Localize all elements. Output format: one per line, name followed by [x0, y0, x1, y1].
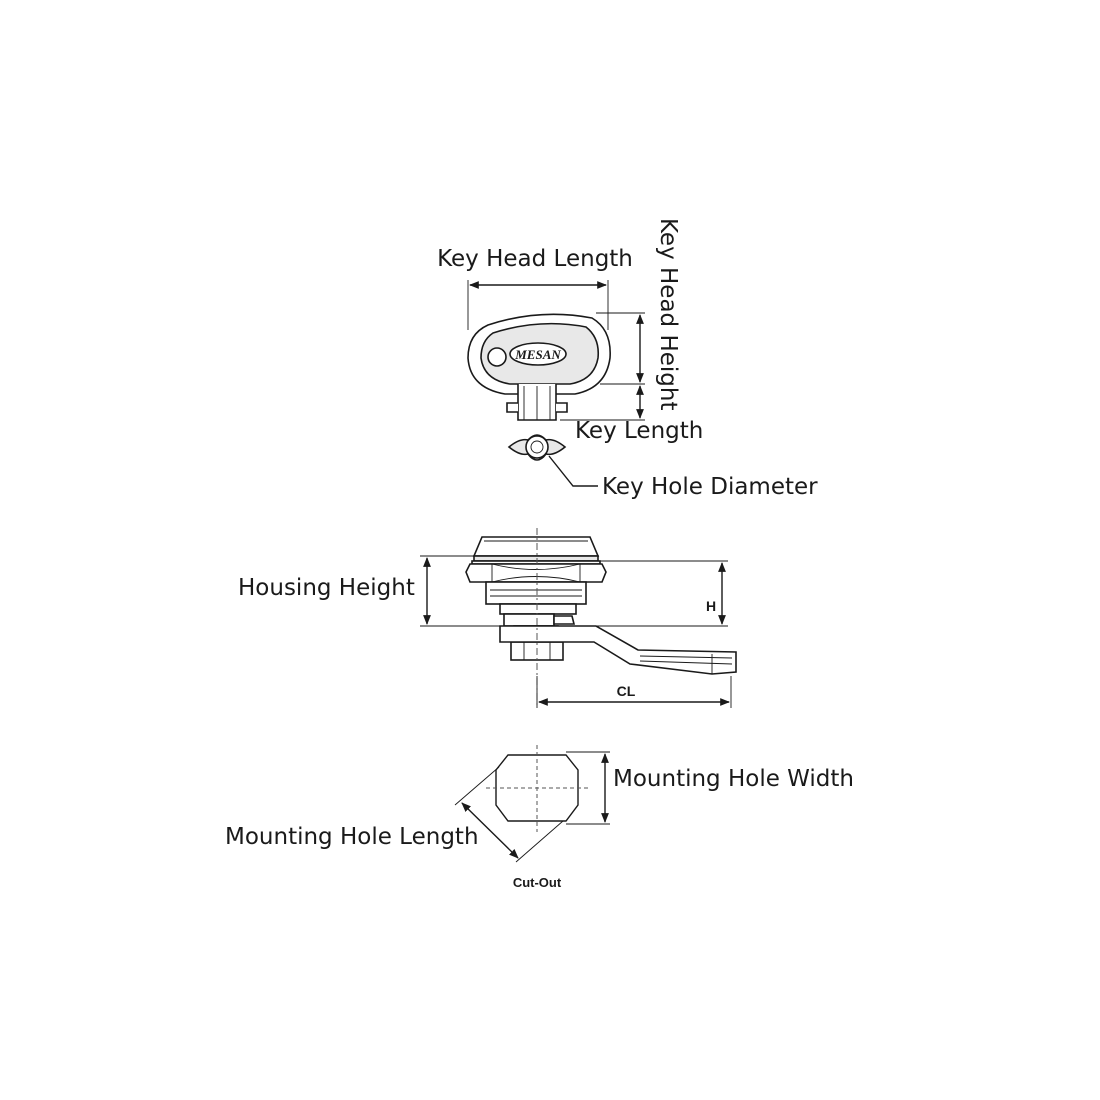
- cl-dimension: [536, 676, 732, 708]
- key-head-length-dimension: [467, 280, 609, 330]
- key-length-label: Key Length: [575, 418, 703, 444]
- key-hole-diameter-label: Key Hole Diameter: [602, 474, 818, 500]
- mounting-hole-length-dimension: [454, 766, 564, 863]
- key-head-length-label: Key Head Length: [437, 246, 633, 272]
- key-brand-logo: MESAN: [514, 347, 561, 362]
- cut-out-drawing: [486, 745, 588, 832]
- housing-height-label: Housing Height: [238, 575, 415, 601]
- mounting-hole-width-label: Mounting Hole Width: [613, 766, 854, 792]
- key-hole-profile: [507, 434, 567, 461]
- mounting-hole-width-dimension: [566, 751, 610, 825]
- h-dimension: [596, 560, 728, 627]
- cl-label: CL: [617, 683, 636, 699]
- h-label: H: [706, 598, 716, 614]
- key-drawing: MESAN: [467, 313, 611, 421]
- key-head-height-dimension: [596, 312, 645, 385]
- lock-body-drawing: [465, 528, 737, 708]
- cut-out-label: Cut-Out: [513, 875, 562, 890]
- housing-height-dimension: [420, 555, 502, 627]
- key-hole-diameter-leader: [548, 455, 598, 487]
- mounting-hole-length-label: Mounting Hole Length: [225, 824, 479, 850]
- key-length-dimension: [560, 385, 645, 421]
- key-head-height-label: Key Head Height: [655, 218, 681, 411]
